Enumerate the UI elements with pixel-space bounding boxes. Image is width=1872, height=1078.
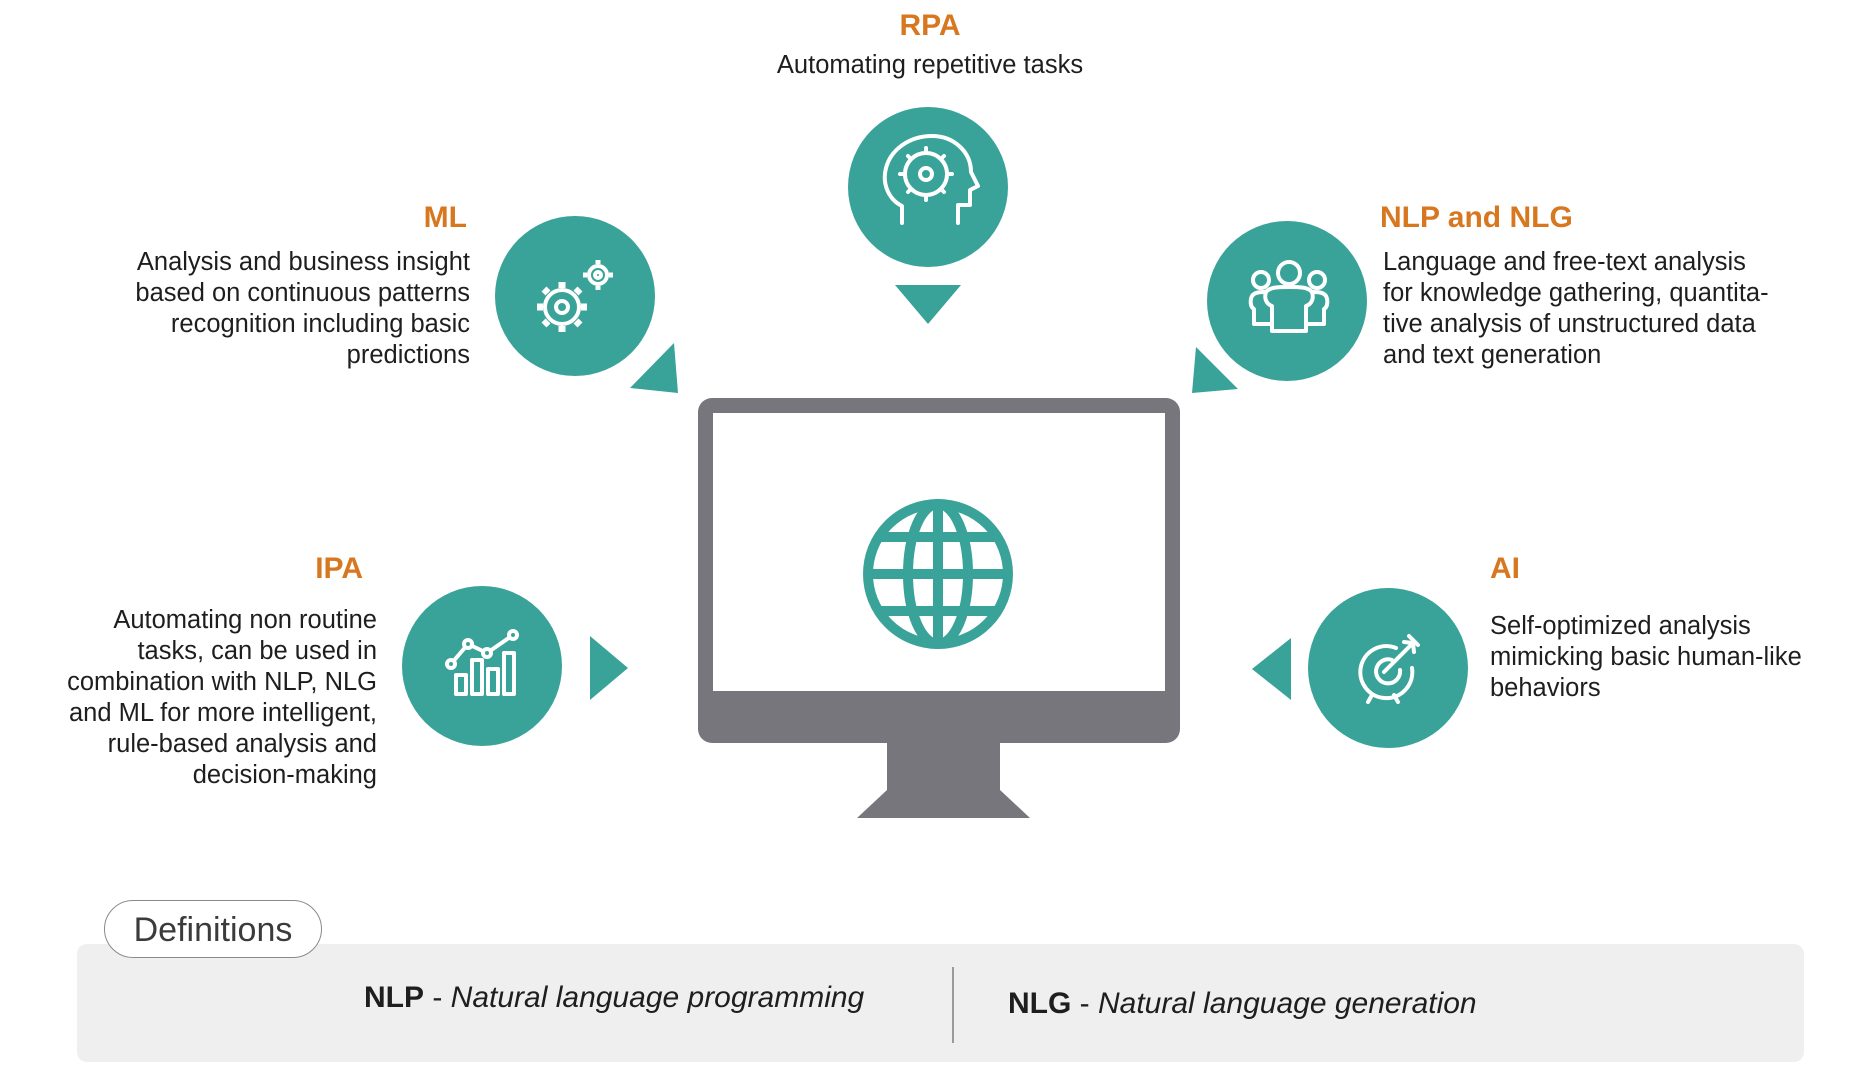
ipa-pointer	[590, 636, 628, 700]
definitions-divider	[952, 967, 954, 1043]
nlp-circle	[1207, 221, 1367, 381]
gears-icon	[537, 260, 613, 332]
monitor-stand	[857, 740, 1030, 818]
rpa-description: Automating repetitive tasks	[776, 51, 1084, 79]
ipa-label: IPA Automating non routine tasks, can be…	[20, 551, 377, 791]
ai-label: AI Self-optimized analysis mimicking bas…	[1490, 551, 1860, 704]
globe-icon	[863, 499, 1013, 649]
definition-nlg-full: Natural language generation	[1098, 987, 1477, 1020]
rpa-label: RPA Automating repetitive tasks	[700, 8, 1160, 81]
rpa-pointer	[895, 285, 961, 324]
ipa-title: IPA	[315, 552, 363, 585]
ai-node	[1252, 588, 1468, 748]
definitions-label: Definitions	[104, 900, 322, 958]
definition-nlp-full: Natural language programming	[450, 981, 865, 1014]
definition-nlp: NLP - Natural language programming	[364, 978, 864, 1018]
bar-chart-trend-icon	[445, 629, 519, 696]
ml-label: ML Analysis and business insight based o…	[70, 200, 470, 371]
people-group-icon	[1248, 260, 1330, 333]
definition-nlp-abbr: NLP	[364, 981, 424, 1014]
definition-nlg-sep: -	[1071, 987, 1098, 1020]
nlp-pointer	[1192, 347, 1238, 393]
head-gear-icon	[882, 134, 980, 225]
target-arrow-icon	[1358, 634, 1420, 704]
ipa-node	[402, 586, 628, 746]
nlp-node	[1192, 221, 1367, 393]
ai-description: Self-optimized analysis mimicking basic …	[1490, 612, 1802, 702]
definition-nlg-abbr: NLG	[1008, 987, 1072, 1020]
rpa-node	[848, 107, 1008, 324]
ml-title: ML	[423, 201, 467, 234]
nlp-description: Language and free-text analysis for know…	[1383, 248, 1769, 369]
definition-nlg: NLG - Natural language generation	[1008, 984, 1477, 1024]
ml-node	[495, 216, 678, 393]
nlp-label: NLP and NLG Language and free-text analy…	[1380, 200, 1823, 371]
definition-nlp-sep: -	[424, 981, 451, 1014]
rpa-title: RPA	[899, 9, 961, 42]
nlp-title: NLP and NLG	[1380, 201, 1573, 234]
ml-description: Analysis and business insight based on c…	[135, 248, 470, 369]
rpa-circle	[848, 107, 1008, 267]
ml-pointer	[630, 343, 678, 393]
ai-title: AI	[1490, 552, 1520, 585]
definitions-panel	[77, 944, 1804, 1062]
ipa-description: Automating non routine tasks, can be use…	[67, 606, 377, 789]
ai-pointer	[1252, 638, 1291, 700]
